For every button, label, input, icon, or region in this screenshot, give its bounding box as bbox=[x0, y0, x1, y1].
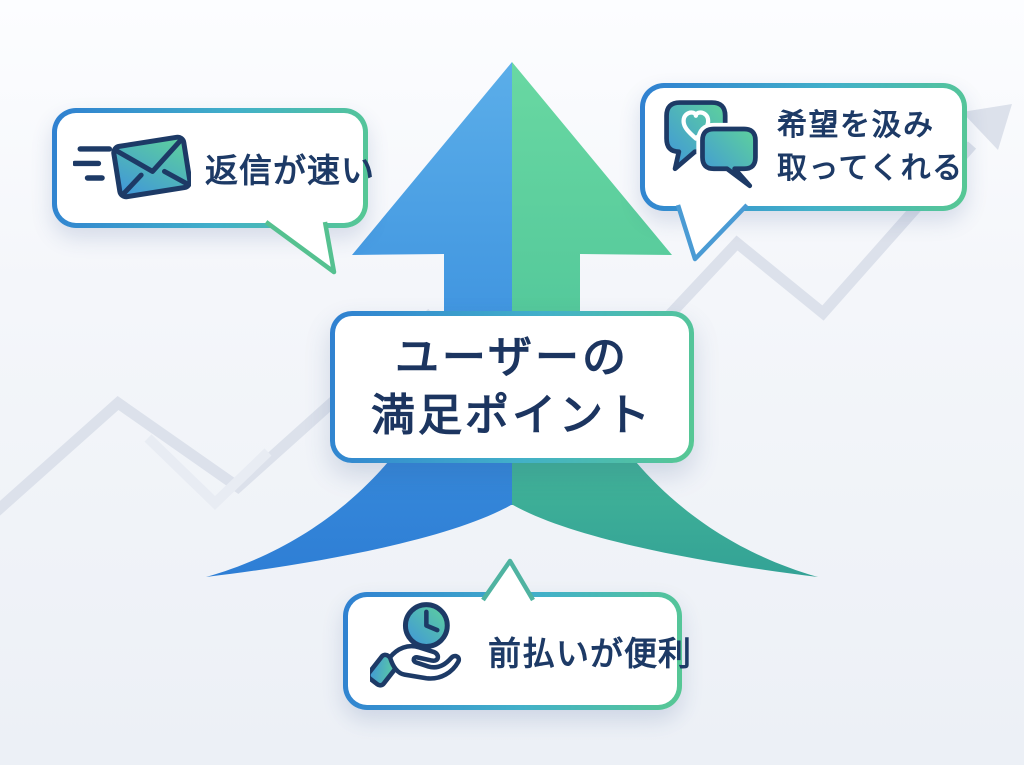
callout-listens-wishes-line1: 希望を汲み bbox=[777, 108, 935, 142]
page-title: ユーザーの 満足ポイント bbox=[371, 329, 653, 445]
callout-listens-wishes-label: 希望を汲み 取ってくれる bbox=[777, 104, 964, 191]
chat-heart-icon bbox=[664, 100, 762, 192]
page-title-line1: ユーザーの bbox=[394, 332, 630, 382]
background-trend-line-right bbox=[643, 141, 977, 342]
callout-listens-wishes: 希望を汲み 取ってくれる bbox=[640, 83, 967, 211]
background-trend-arrowhead-icon bbox=[962, 104, 1012, 150]
callout-listens-wishes-line2: 取ってくれる bbox=[777, 152, 964, 185]
callout-prepayment-label: 前払いが便利 bbox=[488, 635, 692, 672]
callout-reply-speed-body: 返信が速い bbox=[57, 113, 374, 223]
callout-prepayment-body: 前払いが便利 bbox=[348, 597, 691, 705]
fast-mail-icon bbox=[73, 134, 191, 200]
callout-reply-speed-label: 返信が速い bbox=[205, 152, 375, 189]
clock-hand-icon bbox=[370, 602, 462, 688]
page-title-line2: 満足ポイント bbox=[371, 391, 653, 440]
callout-reply-speed: 返信が速い bbox=[52, 108, 374, 228]
callout-prepayment: 前払いが便利 bbox=[343, 592, 691, 710]
background-trend-line-faint bbox=[144, 434, 272, 510]
center-title-body: ユーザーの 満足ポイント bbox=[335, 316, 689, 458]
center-title-box: ユーザーの 満足ポイント bbox=[330, 311, 694, 463]
callout-listens-wishes-body: 希望を汲み 取ってくれる bbox=[645, 88, 962, 206]
